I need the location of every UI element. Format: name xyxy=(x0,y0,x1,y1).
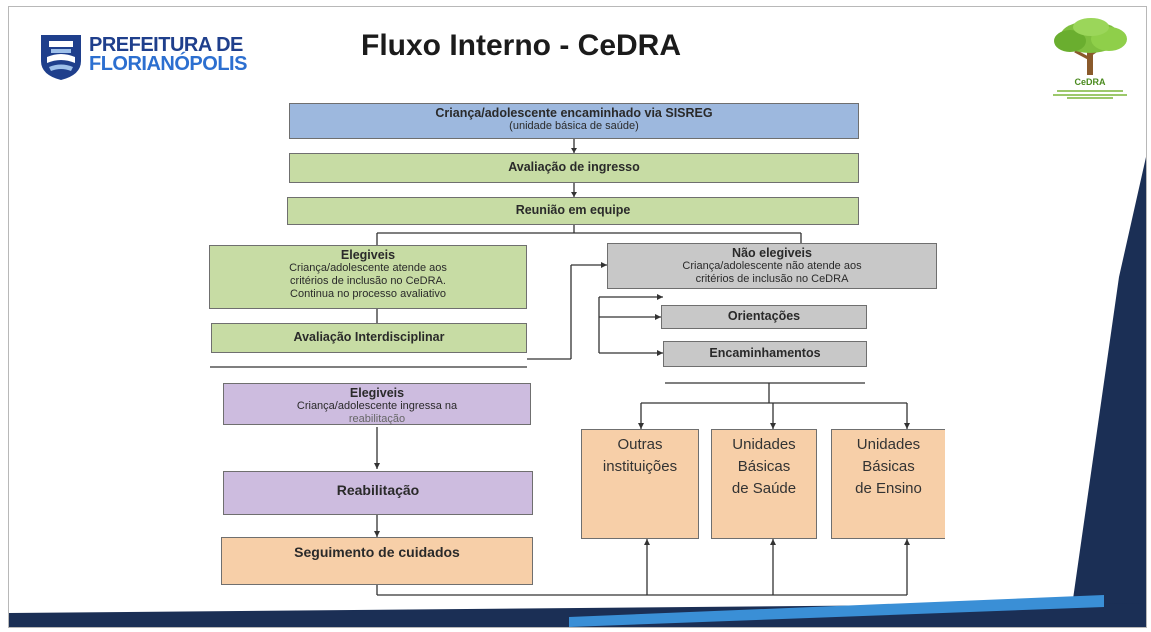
box-nao-elegiveis-title: Não elegiveis xyxy=(732,246,812,260)
box-avaliacao-interdisciplinar-label: Avaliação Interdisciplinar xyxy=(293,330,445,344)
box-encaminhado-title: Criança/adolescente encaminhado via SISR… xyxy=(435,106,713,120)
box-elegiveis: Elegiveis Criança/adolescente atende aos… xyxy=(209,245,527,309)
box-nao-elegiveis-line2: critérios de inclusão no CeDRA xyxy=(695,273,849,285)
box-reabilitacao-label: Reabilitação xyxy=(336,482,420,498)
ubs-ensino-line2: Básicas xyxy=(862,458,915,475)
box-avaliacao-interdisciplinar: Avaliação Interdisciplinar xyxy=(211,323,527,353)
box-elegiveis2-title: Elegiveis xyxy=(349,386,405,400)
ubs-saude-line3: de Saúde xyxy=(731,480,797,497)
box-elegiveis2-line2: reabilitação xyxy=(348,413,406,425)
box-avaliacao-ingresso: Avaliação de ingresso xyxy=(289,153,859,183)
outras-line1: Outras xyxy=(617,436,663,453)
slide-title: Fluxo Interno - CeDRA xyxy=(361,29,681,62)
ubs-ensino-line1: Unidades xyxy=(856,436,921,453)
prefeitura-logo: PREFEITURA DE FLORIANÓPOLIS xyxy=(33,29,273,85)
cedra-logo-tagline-graphic xyxy=(1053,90,1127,99)
outras-line2: instituições xyxy=(602,458,678,475)
slide-accent-graphic xyxy=(9,157,1146,627)
cedra-logo: CeDRA xyxy=(1045,15,1135,101)
box-avaliacao-ingresso-label: Avaliação de ingresso xyxy=(508,160,640,174)
flow-connectors xyxy=(210,139,910,596)
city-crest-icon xyxy=(41,35,81,80)
box-seguimento-cuidados: Seguimento de cuidados xyxy=(221,537,533,585)
box-encaminhado-sisreg: Criança/adolescente encaminhado via SISR… xyxy=(289,103,859,139)
box-outras-instituicoes: Outras instituições xyxy=(581,429,699,539)
box-nao-elegiveis-line1: Criança/adolescente não atende aos xyxy=(682,260,862,272)
logo-text-line1: PREFEITURA DE xyxy=(89,34,243,56)
box-elegiveis-line1: Criança/adolescente atende aos xyxy=(289,262,447,274)
box-reuniao-label: Reunião em equipe xyxy=(515,203,631,217)
box-elegiveis-line2: critérios de inclusão no CeDRA. xyxy=(290,275,446,287)
box-encaminhamentos: Encaminhamentos xyxy=(663,341,867,367)
slide: PREFEITURA DE FLORIANÓPOLIS Fluxo Intern… xyxy=(8,6,1147,628)
box-reuniao-equipe: Reunião em equipe xyxy=(287,197,859,225)
ubs-saude-line1: Unidades xyxy=(732,436,796,453)
box-reabilitacao: Reabilitação xyxy=(223,471,533,515)
flowchart: Criança/adolescente encaminhado via SISR… xyxy=(195,97,945,617)
ubs-saude-line2: Básicas xyxy=(737,458,791,475)
box-orientacoes-label: Orientações xyxy=(727,309,801,323)
box-elegiveis-line3: Continua no processo avaliativo xyxy=(290,288,446,300)
ubs-ensino-line3: de Ensino xyxy=(855,480,922,497)
box-elegiveis-title: Elegiveis xyxy=(340,248,396,262)
box-nao-elegiveis: Não elegiveis Criança/adolescente não at… xyxy=(607,243,937,289)
box-seguimento-label: Seguimento de cuidados xyxy=(294,544,460,560)
cedra-logo-text: CeDRA xyxy=(1074,77,1106,87)
box-ubs-saude: Unidades Básicas de Saúde xyxy=(711,429,817,539)
box-encaminhado-sub: (unidade básica de saúde) xyxy=(509,120,639,132)
box-elegiveis-reabilitacao: Elegiveis Criança/adolescente ingressa n… xyxy=(223,383,531,425)
box-ubs-ensino: Unidades Básicas de Ensino xyxy=(831,429,945,539)
box-orientacoes: Orientações xyxy=(661,305,867,329)
logo-text-line2: FLORIANÓPOLIS xyxy=(89,53,247,75)
box-encaminhamentos-label: Encaminhamentos xyxy=(709,346,821,360)
tree-icon xyxy=(1054,18,1127,75)
box-elegiveis2-line1: Criança/adolescente ingressa na xyxy=(296,400,458,412)
